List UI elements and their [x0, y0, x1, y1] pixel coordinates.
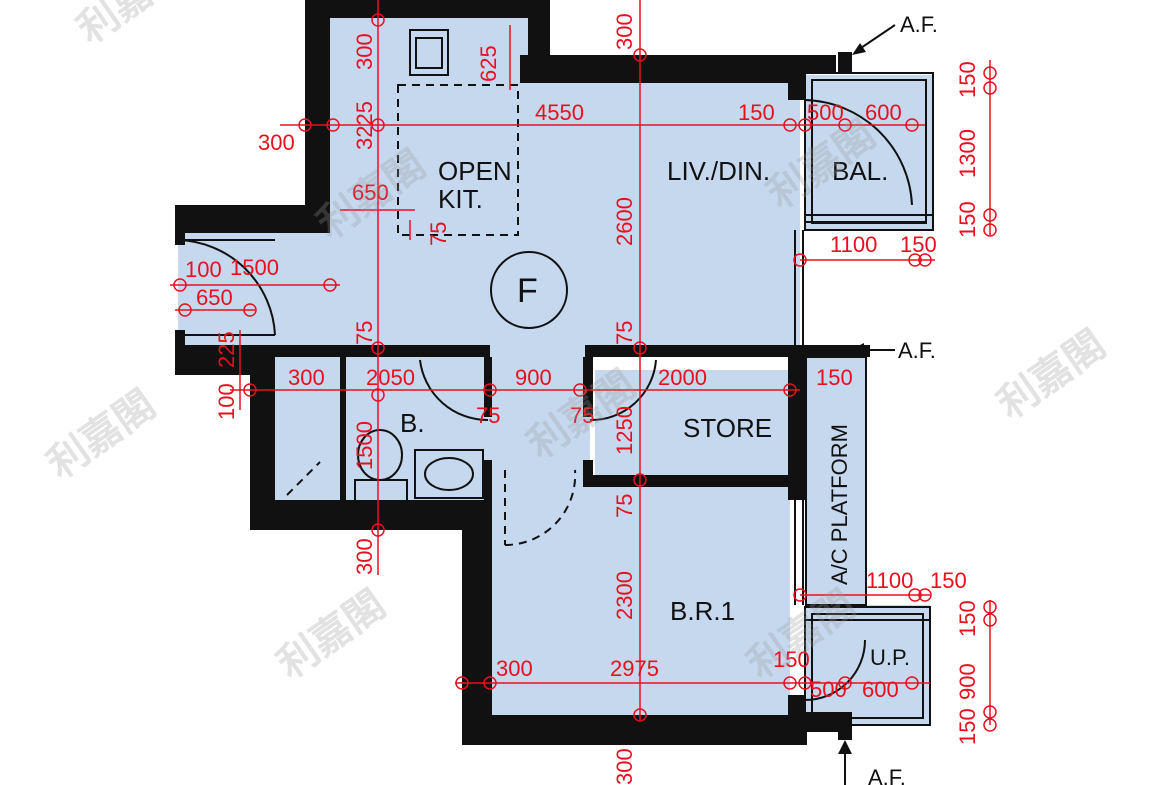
dim-bath-300: 300 [288, 365, 325, 390]
dim-right-150a: 150 [955, 61, 980, 98]
dim-4550: 4550 [535, 100, 584, 125]
dim-liv-2600: 2600 [612, 197, 637, 246]
dim-bal-150b: 150 [900, 232, 937, 257]
shower-icon [286, 461, 321, 496]
dim-store-150: 150 [816, 365, 853, 390]
dim-v100: 100 [214, 383, 239, 420]
watermark-logo: 利嘉閣 [39, 381, 164, 488]
label-living-dining: LIV./DIN. [667, 156, 770, 186]
dim-kit-625: 625 [476, 45, 501, 82]
dimension-ticks [173, 13, 997, 732]
af-arrows [838, 24, 896, 785]
flat-marker-circle [490, 251, 568, 329]
dim-2975: 2975 [610, 656, 659, 681]
dim-upr-150a: 150 [955, 600, 980, 637]
dim-bath-1500: 1500 [352, 421, 377, 470]
kitchen-label-line1: OPEN [438, 156, 512, 186]
dim-up-600: 600 [862, 677, 899, 702]
af-label-top: A.F. [900, 12, 938, 37]
dim-br-75: 75 [612, 494, 637, 518]
walls [175, 0, 870, 745]
dim-up-500: 500 [810, 677, 847, 702]
store-door-swing [589, 359, 657, 422]
dim-bath-bottom-300: 300 [352, 538, 377, 575]
dim-upr-900: 900 [955, 663, 980, 700]
label-flat-marker: F [517, 272, 538, 310]
bath-door-swing [419, 359, 489, 422]
dim-door-1500: 1500 [230, 255, 279, 280]
dimension-labels: 300 625 300 3225 300 4550 150 500 600 15… [185, 13, 980, 785]
dim-right-1300: 1300 [955, 129, 980, 178]
dim-kit-3225: 3225 [352, 101, 377, 150]
ac-platform-fill [805, 355, 865, 605]
dim-v75-left: 75 [352, 321, 377, 345]
dim-bottom-300: 300 [612, 748, 637, 785]
bath-fill [275, 355, 490, 500]
dim-door-650: 650 [196, 285, 233, 310]
dim-left-300: 300 [258, 130, 295, 155]
watermark-logo: 利嘉閣 [269, 581, 394, 688]
dim-900: 900 [515, 365, 552, 390]
watermark-logo: 利嘉閣 [69, 0, 194, 53]
dim-v75-right: 75 [612, 321, 637, 345]
washbasin-icon [414, 449, 484, 499]
dim-top-300: 300 [612, 13, 637, 50]
label-store: STORE [683, 413, 772, 443]
dim-kit-top-300: 300 [352, 33, 377, 70]
fixtures [177, 29, 913, 701]
kitchen-counter [397, 84, 519, 236]
dim-bal-500: 500 [807, 100, 844, 125]
dim-store-1250: 1250 [612, 406, 637, 455]
dim-br-300: 300 [496, 656, 533, 681]
up-fill [805, 605, 930, 725]
dim-bal-1100: 1100 [830, 232, 877, 257]
kitchen-label-line2: KIT. [438, 184, 483, 214]
dim-up-150b: 150 [773, 647, 810, 672]
watermark-logo: 利嘉閣 [989, 321, 1114, 428]
dim-bath-75: 75 [476, 403, 500, 428]
dim-upr-150b: 150 [955, 708, 980, 745]
label-balcony: BAL. [832, 156, 888, 186]
dim-kit-75: 75 [426, 222, 451, 246]
dimension-lines [170, 0, 991, 725]
windows [178, 72, 934, 726]
dim-bal-150: 150 [738, 100, 775, 125]
dim-2000: 2000 [658, 365, 707, 390]
dim-kit-650: 650 [352, 180, 389, 205]
label-utility-platform: U.P. [870, 645, 910, 670]
af-label-middle: A.F. [898, 338, 936, 363]
label-ac-platform: A/C PLATFORM [827, 424, 852, 585]
dim-bal-600: 600 [865, 100, 902, 125]
sink-icon [409, 29, 449, 76]
dim-2050: 2050 [366, 365, 415, 390]
bedroom-door-swing [504, 469, 577, 547]
label-bedroom: B.R.1 [670, 596, 735, 626]
af-label-bottom: A.F. [868, 765, 906, 785]
dim-br-2300: 2300 [612, 571, 637, 620]
entry-door-swing [177, 239, 276, 336]
dim-up-150: 150 [930, 568, 967, 593]
dim-up-1100: 1100 [866, 568, 913, 593]
dim-v225: 225 [214, 331, 239, 368]
dim-right-150b: 150 [955, 201, 980, 238]
label-bathroom: B. [400, 408, 425, 438]
dim-store-75: 75 [570, 403, 594, 428]
store-fill [595, 370, 790, 475]
dim-door-100: 100 [185, 257, 222, 282]
balcony-door-swing [804, 99, 913, 206]
